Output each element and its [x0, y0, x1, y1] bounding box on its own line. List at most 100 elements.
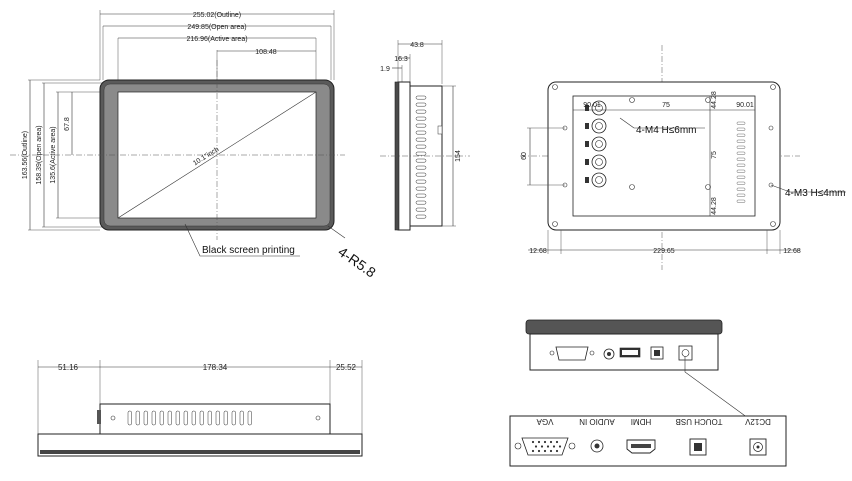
vga-pin — [537, 440, 541, 444]
side-vent-slot — [415, 214, 427, 219]
rear-connector-inner — [595, 122, 603, 130]
vga-pin — [549, 449, 553, 453]
bottom-vent-slot — [223, 410, 228, 426]
rear-vent-slot — [736, 127, 746, 131]
rear-connector-tag — [585, 105, 589, 111]
side-step-label: 16.3 — [394, 56, 408, 63]
rear-connectors — [585, 100, 607, 188]
rear-connector-tag — [585, 123, 589, 129]
rear-vesa-screws-label: 4-M4 H≤6mm — [636, 125, 697, 136]
side-vent-slot — [415, 144, 427, 149]
front-active-height-label: 135.6(Active area) — [50, 126, 57, 183]
rear-vent-slot — [736, 193, 746, 197]
io-label-dc12v: DC12V — [744, 417, 770, 426]
front-active-width-label: 216.96(Active area) — [186, 36, 247, 43]
front-diagonal-line — [117, 91, 317, 219]
rear-vent-slot — [736, 157, 746, 161]
side-vent-slot — [415, 123, 427, 128]
bottom-center-label: 178.34 — [203, 363, 228, 372]
side-vent-slots — [415, 95, 427, 219]
side-lip-label: 1.9 — [380, 66, 390, 73]
rear-right-offset-label: 90.01 — [736, 102, 754, 109]
rear-connector-inner — [595, 176, 603, 184]
rear-center-x-label: 75 — [662, 102, 670, 109]
io-label-audio-in: AUDIO IN — [579, 417, 615, 426]
rear-vent-slots — [736, 121, 746, 203]
side-vent-slot — [415, 179, 427, 184]
front-half-active-width-label: 108.48 — [255, 49, 277, 56]
side-vent-slot — [415, 151, 427, 156]
rear-bottom-center-label: 229.65 — [653, 248, 675, 255]
io-label-hdmi: HDMI — [631, 417, 651, 426]
vga-pin — [537, 449, 541, 453]
front-open-height-label: 158.39(Open area) — [36, 125, 43, 184]
vga-pin — [549, 440, 553, 444]
side-vent-slot — [415, 158, 427, 163]
bottom-vent-slot — [191, 410, 196, 426]
bottom-vent-slot — [231, 410, 236, 426]
side-vent-slot — [415, 200, 427, 205]
rear-mount-screws-label: 4-M3 H≤4mm — [785, 188, 846, 199]
side-vent-slot — [415, 109, 427, 114]
side-vent-slot — [415, 130, 427, 135]
bottom-vent-slot — [127, 410, 132, 426]
vga-pin — [552, 445, 556, 448]
bottom-vent-slot — [215, 410, 220, 426]
io-label-vga: VGA — [536, 417, 554, 426]
front-half-active-height-label: 67.8 — [64, 117, 71, 131]
bottom-vent-slot — [247, 410, 252, 426]
rear-top-offset-label: 44.28 — [711, 91, 718, 109]
bottom-vent-slot — [159, 410, 164, 426]
bottom-body — [99, 403, 331, 435]
rear-vent-slot — [736, 187, 746, 191]
rear-connector-inner — [595, 140, 603, 148]
vga-pin — [531, 449, 535, 453]
rear-vent-slot — [736, 163, 746, 167]
rear-bottom-left-label: 12.68 — [529, 248, 547, 255]
side-vent-slot — [415, 102, 427, 107]
side-vent-slot — [415, 137, 427, 142]
bottom-vent-slot — [199, 410, 204, 426]
bottom-vent-slot — [143, 410, 148, 426]
rear-left-offset-label: 90.01 — [583, 102, 601, 109]
bottom-right-label: 25.52 — [336, 363, 357, 372]
bottom-vent-slot — [183, 410, 188, 426]
bottom-left-label: 51.16 — [58, 363, 79, 372]
vga-pin — [555, 440, 559, 444]
rear-vent-slot — [736, 169, 746, 173]
front-bezel-note-label: Black screen printing — [202, 245, 295, 256]
bottom-vent-slot — [239, 410, 244, 426]
front-outline-width-label: 255.02(Outline) — [193, 12, 241, 19]
front-corner-radius-label: 4-R5.8 — [335, 243, 379, 280]
vga-pin — [558, 445, 562, 448]
rear-center-y-label: 75 — [711, 151, 718, 159]
side-view: 43.8 16.3 1.9 154 — [380, 40, 470, 231]
rear-vent-slot — [736, 133, 746, 137]
side-vent-slot — [415, 207, 427, 212]
rear-vent-slot — [736, 175, 746, 179]
rear-vent-slot — [736, 151, 746, 155]
front-open-width-label: 249.85(Open area) — [187, 24, 246, 31]
bottom-vent-slot — [151, 410, 156, 426]
bottom-vent-slot — [167, 410, 172, 426]
front-view: 255.02(Outline) 249.85(Open area) 216.96… — [10, 10, 379, 281]
rear-connector-inner — [595, 158, 603, 166]
side-depth-label: 43.8 — [410, 42, 424, 49]
rear-vent-slot — [736, 139, 746, 143]
vga-pin — [540, 445, 544, 448]
side-vent-slot — [415, 116, 427, 121]
vga-pin — [555, 449, 559, 453]
rear-left-height-label: 60 — [521, 152, 528, 160]
bottom-vent-slot — [175, 410, 180, 426]
rear-bottom-offset-label: 44.28 — [711, 197, 718, 215]
bottom-vent-slots — [127, 410, 252, 426]
vga-pin — [531, 440, 535, 444]
side-vent-slot — [415, 193, 427, 198]
rear-vent-slot — [736, 145, 746, 149]
rear-bottom-right-label: 12.68 — [783, 248, 801, 255]
rear-view: 90.01 75 90.01 44.28 75 44.28 60 12.68 2… — [520, 45, 846, 270]
bottom-vent-slot — [207, 410, 212, 426]
side-vent-slot — [415, 95, 427, 100]
vga-pin — [534, 445, 538, 448]
